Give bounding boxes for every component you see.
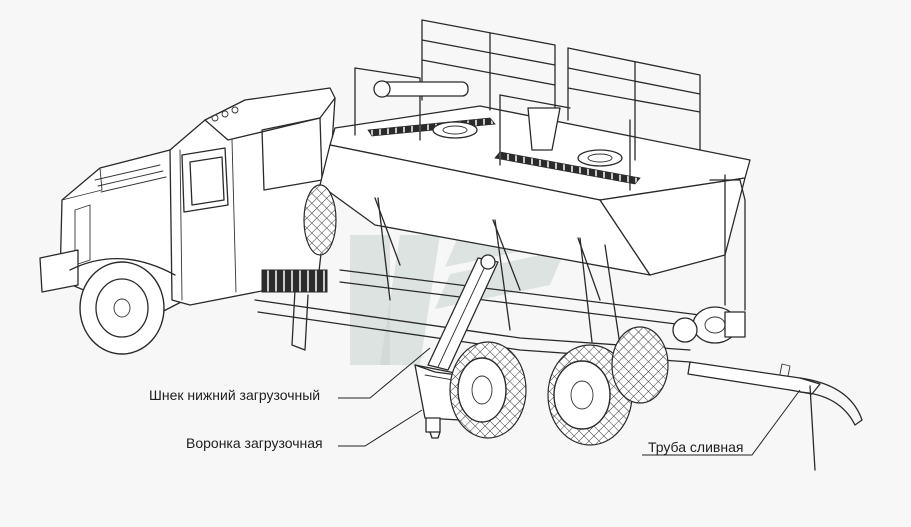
callout-auger-label: Шнек нижний загрузочный — [149, 387, 321, 403]
leader-pipe — [642, 389, 801, 456]
drain-pipe — [687, 361, 863, 471]
truck-cab — [39, 87, 336, 319]
callout-hopper-label: Воронка загрузочная — [186, 435, 323, 451]
leader-hopper — [338, 409, 423, 447]
lower-loading-auger — [427, 254, 499, 371]
leader-auger — [338, 347, 431, 399]
front-wheel — [69, 257, 176, 355]
handrails — [354, 19, 701, 191]
callout-pipe-label: Труба сливная — [648, 439, 744, 455]
tank-body — [303, 105, 751, 276]
top-pipe — [373, 80, 561, 151]
rear-wheels — [449, 326, 669, 446]
leader-lines — [338, 347, 801, 456]
pump-assembly — [672, 306, 746, 344]
